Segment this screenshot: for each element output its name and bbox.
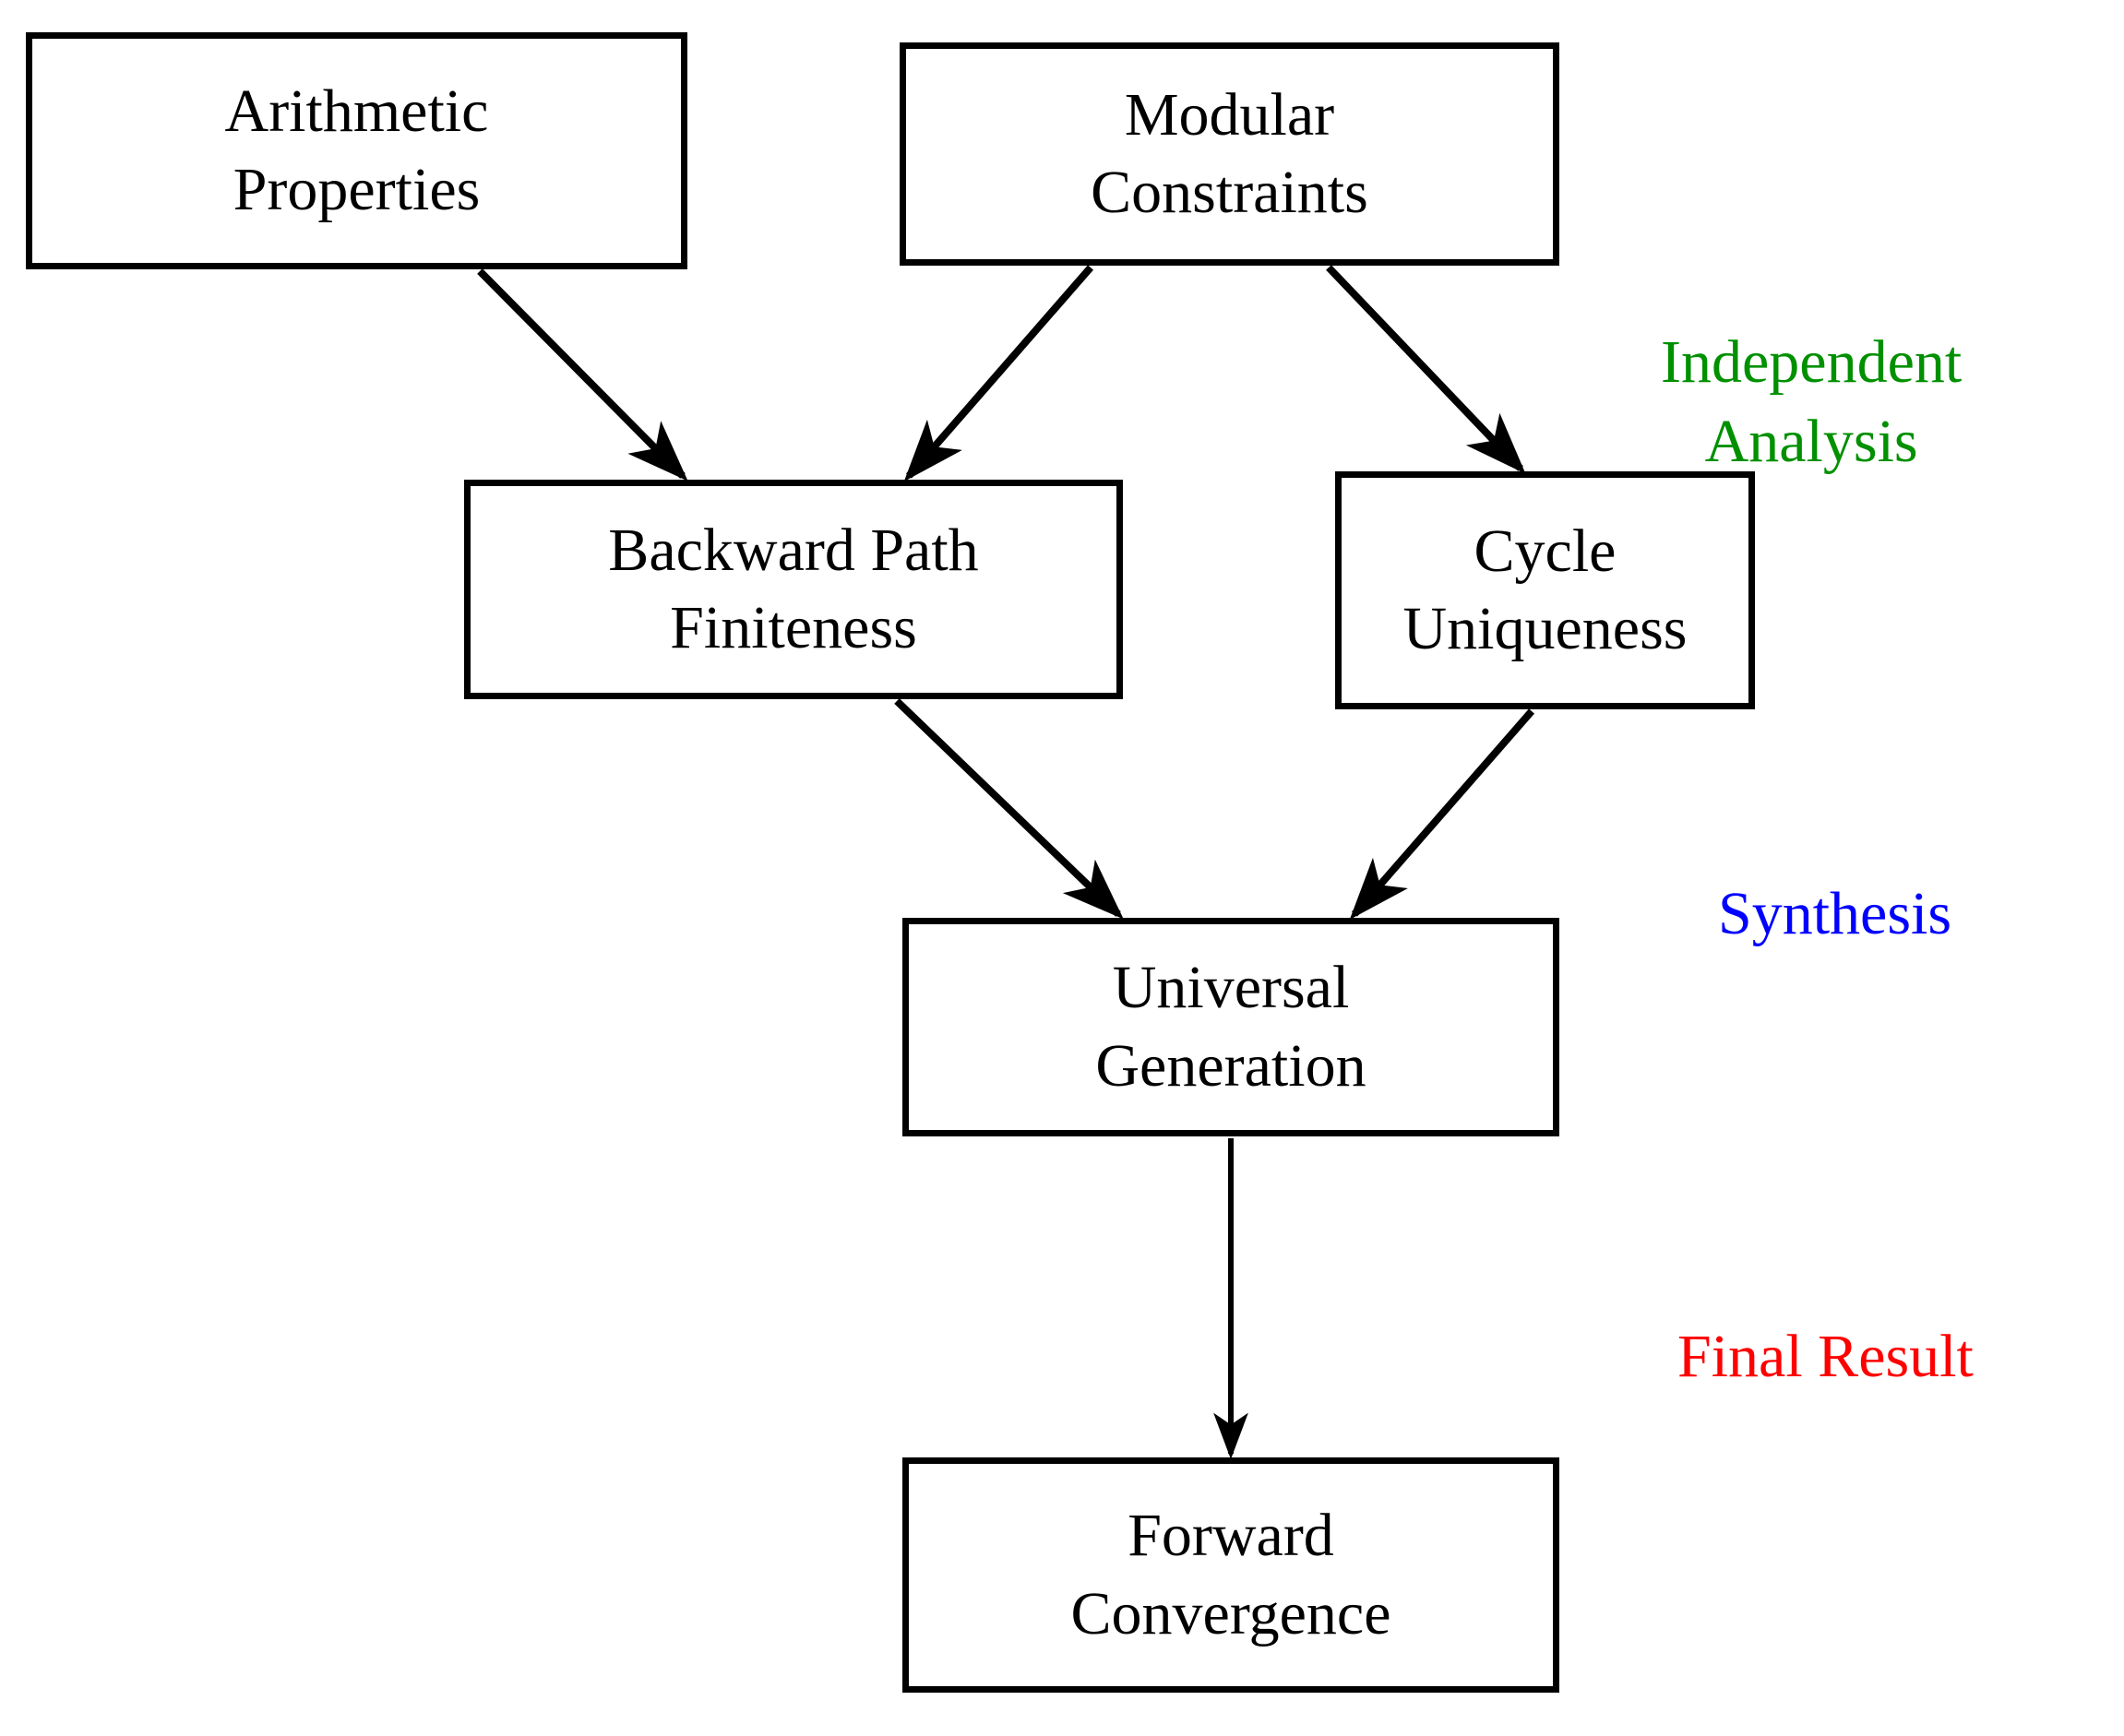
edge-modular-to-backward (903, 265, 1094, 482)
edge-cycle-to-universal (1349, 708, 1535, 921)
node-label-line-1: Universal (1112, 954, 1350, 1022)
phase-label-line-1: Final Result (1677, 1323, 1974, 1390)
edge-backward-to-universal (894, 698, 1124, 920)
node-forward-convergence[interactable]: Forward Convergence (902, 1457, 1559, 1693)
node-universal-generation[interactable]: Universal Generation (902, 918, 1559, 1136)
phase-label-line-1: Synthesis (1718, 880, 1952, 947)
phase-label-synthesis: Synthesis (1718, 874, 1951, 954)
phase-label-line-1: Independent (1661, 328, 1963, 396)
node-modular-constraints[interactable]: Modular Constraints (900, 42, 1559, 266)
node-label-line-1: Modular (1124, 80, 1335, 149)
node-label-line-1: Cycle (1474, 517, 1617, 585)
node-label-line-2: Constraints (1091, 159, 1368, 226)
phase-label-final-result: Final Result (1677, 1317, 1974, 1397)
phase-label-independent-analysis: Independent Analysis (1661, 323, 1962, 482)
node-label-line-2: Convergence (1070, 1579, 1391, 1647)
node-arithmetic-properties[interactable]: Arithmetic Properties (26, 32, 687, 269)
node-label-line-1: Backward Path (608, 516, 979, 584)
node-label-line-1: Arithmetic (224, 77, 489, 146)
node-label-line-2: Finiteness (670, 594, 917, 661)
node-backward-path-finiteness[interactable]: Backward Path Finiteness (464, 480, 1123, 699)
node-cycle-uniqueness[interactable]: Cycle Uniqueness (1335, 471, 1755, 709)
node-label-line-2: Uniqueness (1402, 595, 1688, 662)
phase-label-line-2: Analysis (1704, 407, 1918, 475)
node-label-line-2: Generation (1095, 1031, 1366, 1100)
node-label-line-2: Properties (233, 155, 481, 223)
edge-modular-to-cycle (1326, 265, 1526, 474)
edge-arithmetic-to-backward (477, 268, 688, 482)
node-label-line-1: Forward (1128, 1502, 1334, 1570)
